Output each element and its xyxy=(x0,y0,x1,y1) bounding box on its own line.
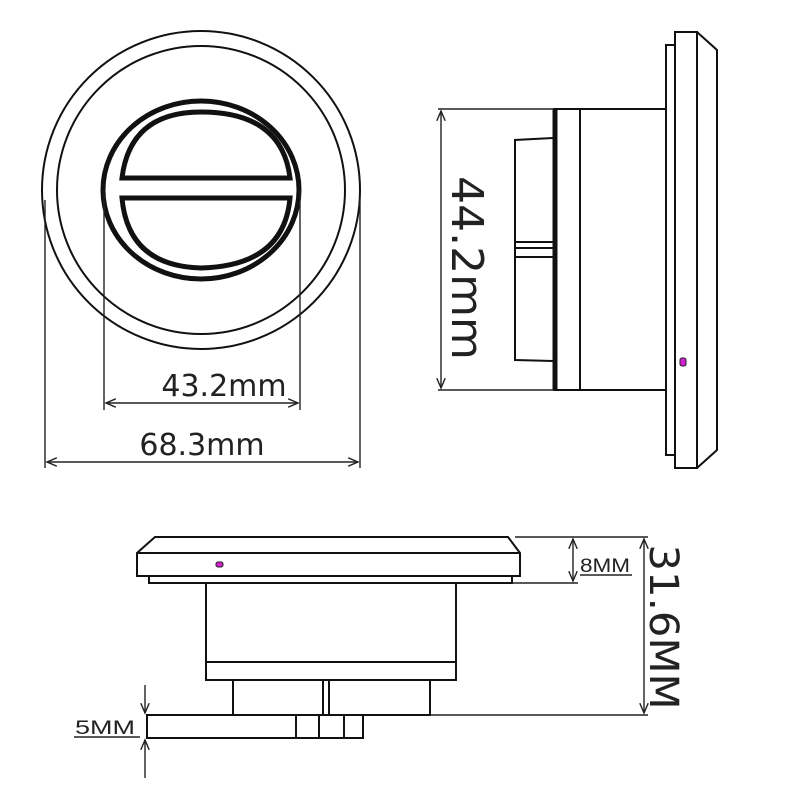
knob-side xyxy=(514,137,554,362)
inner-width-label: 43.2mm xyxy=(161,369,286,404)
plate-thickness-label: 8MM xyxy=(580,556,630,577)
body xyxy=(205,582,457,681)
outer-bezel xyxy=(41,30,361,350)
knob-top-half xyxy=(119,109,293,181)
front-view: 43.2mm 68.3mm xyxy=(41,30,361,468)
base-thickness-label: 5MM xyxy=(75,718,135,739)
faceplate-top xyxy=(136,536,521,577)
faceplate-skirt xyxy=(148,575,513,584)
inner-bezel xyxy=(56,45,346,335)
knob-bottom-half xyxy=(119,195,293,271)
faceplate-bevel xyxy=(696,31,718,469)
outer-width-label: 68.3mm xyxy=(139,428,264,463)
total-depth-label: 31.6MM xyxy=(640,545,686,710)
body xyxy=(553,108,667,391)
faceplate xyxy=(674,31,698,469)
base-plate xyxy=(146,714,364,739)
indicator-led xyxy=(215,561,224,568)
faceplate-skirt xyxy=(665,44,676,456)
bottom-view: 8MM 31.6MM 5MM xyxy=(74,536,686,778)
rear-housing xyxy=(232,679,431,716)
side-view: 44.2mm xyxy=(438,31,718,469)
indicator-led xyxy=(679,357,687,367)
height-label: 44.2mm xyxy=(441,176,492,360)
knob-outline xyxy=(100,98,302,282)
